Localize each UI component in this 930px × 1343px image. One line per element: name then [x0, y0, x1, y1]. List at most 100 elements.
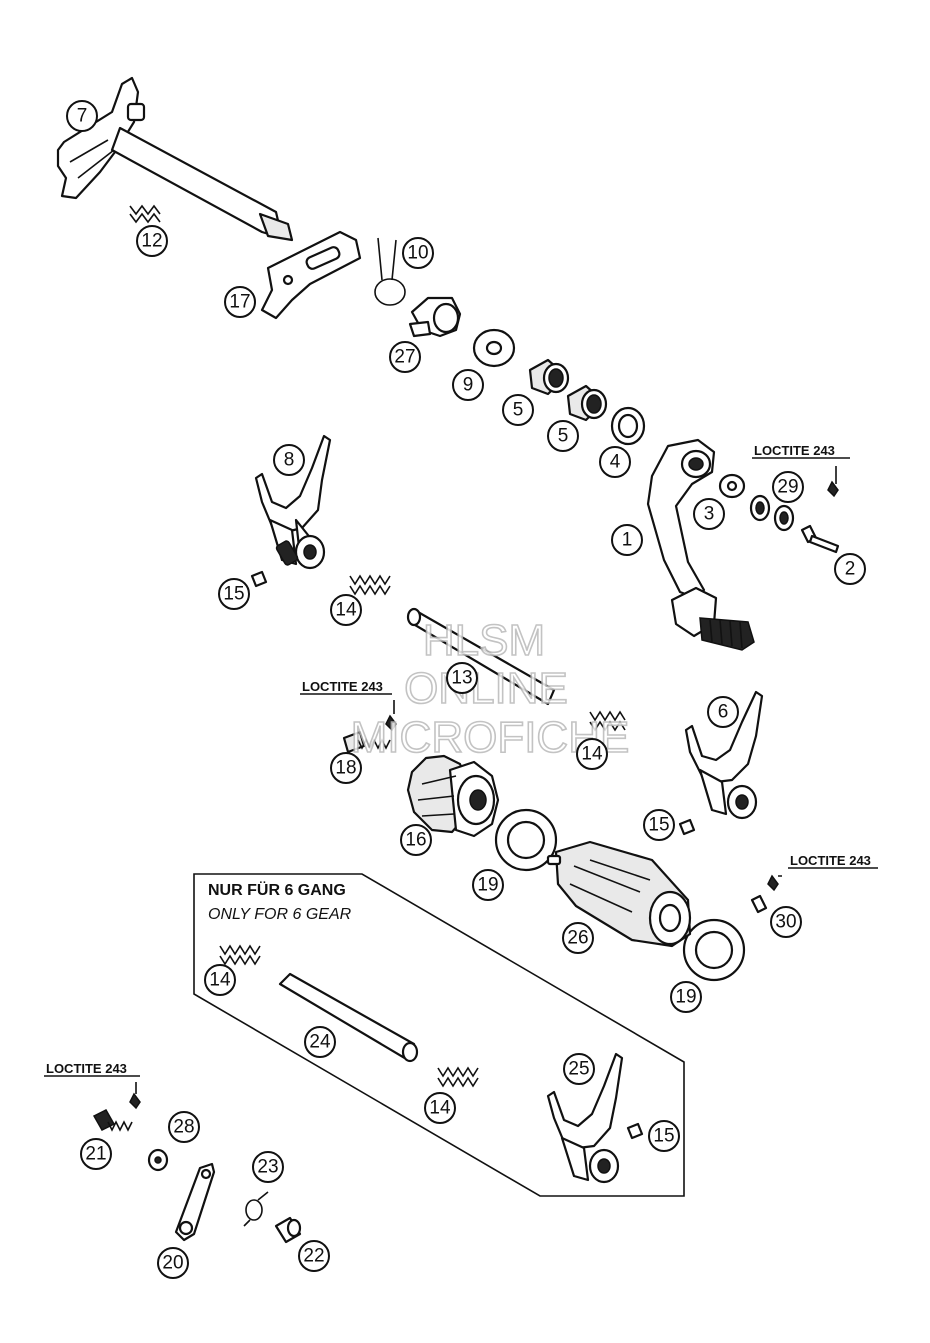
callout-label-9: 9 — [463, 375, 474, 396]
callout-label-18: 18 — [335, 758, 356, 779]
callout-label-1: 1 — [622, 530, 633, 551]
watermark-line-2: ONLINE — [404, 664, 568, 713]
callout-15c: 15 — [648, 1120, 680, 1152]
washer-3-part — [718, 473, 746, 499]
lever-20-part — [174, 1162, 216, 1242]
callout-30: 30 — [770, 906, 802, 938]
screw-2-part — [800, 480, 840, 554]
callout-label-25: 25 — [568, 1059, 589, 1080]
callout-label-20: 20 — [162, 1253, 183, 1274]
spring-14c-part — [219, 944, 261, 966]
callout-label-29: 29 — [777, 477, 798, 498]
callout-22: 22 — [298, 1240, 330, 1272]
callout-29: 29 — [772, 471, 804, 503]
spring-14a-part — [349, 574, 391, 596]
spring-14b-part — [589, 710, 626, 732]
shift-fork-6-part — [684, 690, 764, 820]
watermark: HLSM ONLINE MICROFICHE — [350, 615, 630, 763]
loctite-note-2: LOCTITE 243 — [302, 679, 383, 694]
shift-shaft-part — [56, 76, 294, 242]
screw-21-part — [92, 1092, 141, 1132]
callout-label-30: 30 — [775, 912, 796, 933]
callout-label-15c: 15 — [653, 1126, 674, 1147]
shift-drum-26-part — [546, 840, 692, 948]
roller-22-part — [274, 1216, 302, 1244]
seal-ring-19b-part — [682, 918, 746, 982]
roller-15b-part — [678, 818, 696, 836]
callout-23: 23 — [252, 1151, 284, 1183]
callout-6: 6 — [707, 696, 739, 728]
callout-20: 20 — [157, 1247, 189, 1279]
callout-17: 17 — [224, 286, 256, 318]
callout-label-24: 24 — [309, 1032, 331, 1053]
callout-27: 27 — [389, 341, 421, 373]
callout-label-14c: 14 — [209, 970, 231, 991]
spring-clip-10-part — [374, 237, 406, 306]
loctite-note-1: LOCTITE 243 — [754, 443, 835, 458]
callout-label-23: 23 — [257, 1157, 278, 1178]
screw-18-part — [342, 714, 397, 754]
callout-label-28: 28 — [173, 1117, 194, 1138]
callout-1: 1 — [611, 524, 643, 556]
callout-label-10: 10 — [407, 243, 428, 264]
spring-14d-part — [437, 1066, 479, 1088]
shift-drum-segment-16-part — [406, 754, 500, 838]
callout-label-21: 21 — [85, 1144, 106, 1165]
collar-27-part — [408, 296, 462, 338]
callout-label-4: 4 — [610, 452, 621, 473]
callout-label-14d: 14 — [429, 1098, 451, 1119]
seal-ring-4-part — [610, 406, 646, 446]
callout-label-6: 6 — [718, 702, 729, 723]
needle-bearing-5a-part — [528, 358, 570, 396]
callout-14d: 14 — [424, 1092, 456, 1124]
callout-2: 2 — [834, 553, 866, 585]
callout-label-15a: 15 — [223, 584, 244, 605]
callout-8: 8 — [273, 444, 305, 476]
roller-15a-part — [250, 570, 268, 588]
seal-ring-19a-part — [494, 808, 558, 872]
needle-bearing-5b-part — [566, 384, 608, 422]
callout-14c: 14 — [204, 964, 236, 996]
callout-label-2: 2 — [845, 559, 856, 580]
callout-label-26: 26 — [567, 928, 588, 949]
variant-box-subtitle: ONLY FOR 6 GEAR — [208, 906, 352, 923]
callout-28: 28 — [168, 1111, 200, 1143]
callout-19a: 19 — [472, 869, 504, 901]
callout-label-15b: 15 — [648, 815, 669, 836]
callout-15b: 15 — [643, 809, 675, 841]
callout-label-5a: 5 — [513, 400, 524, 421]
callout-label-19a: 19 — [477, 875, 498, 896]
loctite-note-4: LOCTITE 243 — [46, 1061, 127, 1076]
variant-box-title: NUR FÜR 6 GANG — [208, 880, 346, 899]
callout-18: 18 — [330, 752, 362, 784]
callout-label-22: 22 — [303, 1246, 324, 1267]
callout-5a: 5 — [502, 394, 534, 426]
washer-9-part — [472, 328, 516, 368]
callout-25: 25 — [563, 1053, 595, 1085]
shift-plate-17-part — [260, 230, 362, 320]
watermark-line-1: HLSM — [423, 616, 545, 665]
callout-7: 7 — [66, 100, 98, 132]
callout-14b: 14 — [576, 738, 608, 770]
callout-4: 4 — [599, 446, 631, 478]
callout-label-3: 3 — [704, 504, 715, 525]
spring-23-part — [243, 1191, 269, 1227]
six-gear-variant-box — [193, 873, 685, 1197]
fork-shaft-24-part — [278, 972, 419, 1063]
spring-12-part — [129, 204, 161, 224]
callout-label-7: 7 — [77, 106, 88, 127]
callout-13: 13 — [446, 662, 478, 694]
callout-19b: 19 — [670, 981, 702, 1013]
callout-9: 9 — [452, 369, 484, 401]
screw-30-part — [750, 874, 779, 914]
loctite-note-3: LOCTITE 243 — [790, 853, 871, 868]
fork-shaft-13-part — [406, 607, 556, 706]
shift-lever-1-part — [646, 438, 755, 651]
callout-12: 12 — [136, 225, 168, 257]
loctite-leader-lines — [44, 457, 878, 1094]
callout-label-19b: 19 — [675, 987, 696, 1008]
callout-15a: 15 — [218, 578, 250, 610]
callout-10: 10 — [402, 237, 434, 269]
shift-fork-25-part — [546, 1052, 624, 1184]
